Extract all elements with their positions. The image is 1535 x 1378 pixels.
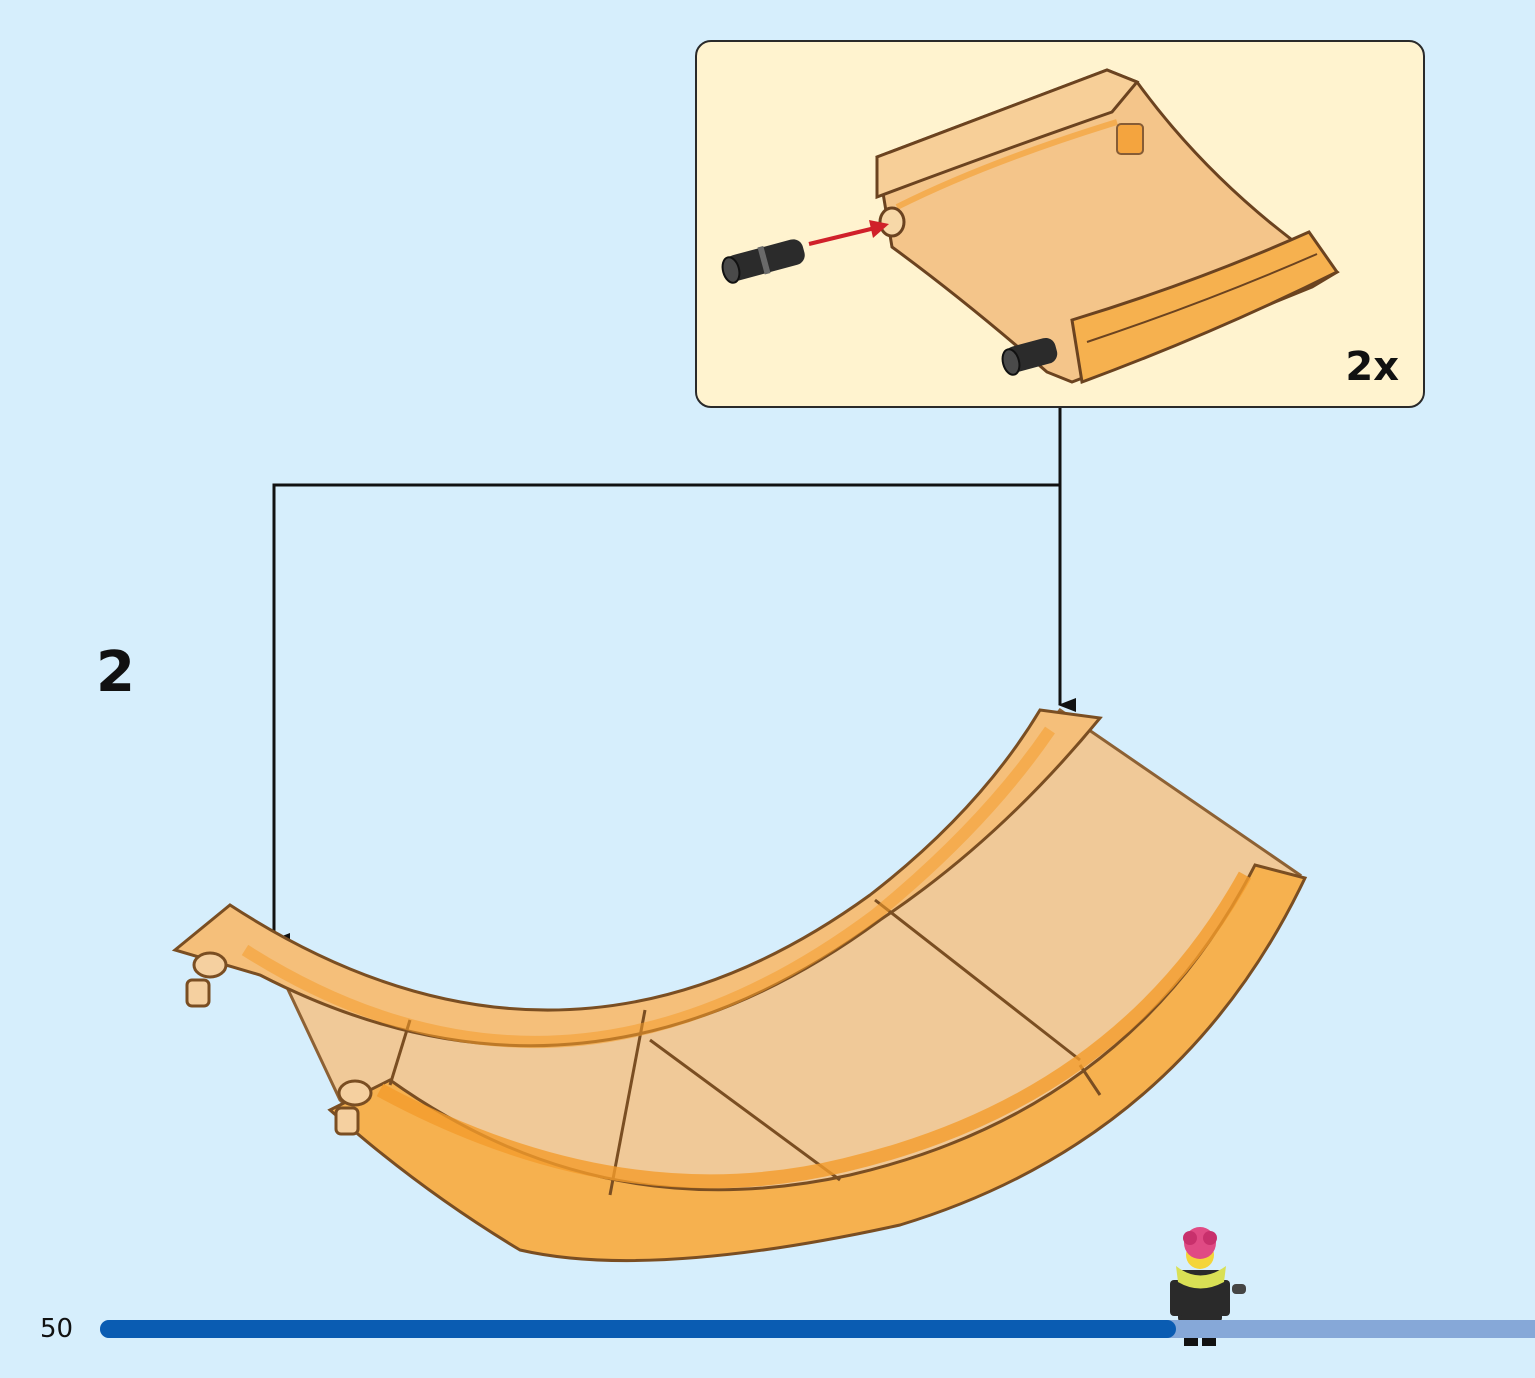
pin-hole-icon [337, 1079, 373, 1107]
progress-bar [100, 1320, 1535, 1338]
guide-arrows [272, 408, 1076, 947]
insert-arrow [808, 226, 876, 246]
step-number: 2 [96, 640, 135, 705]
guide-arrow-left [272, 408, 1062, 947]
technic-pin-icon [721, 239, 805, 284]
sub-assembly-callout: 2x [695, 40, 1425, 408]
pin-hole-icon [192, 951, 228, 979]
pin-hole-icon [878, 206, 906, 238]
curved-panel-icon [875, 68, 1340, 385]
minifigure-icon [1170, 1227, 1246, 1346]
callout-drawing [721, 68, 1340, 385]
quantity-multiplier: 2x [1345, 344, 1399, 390]
progress-bar-fill [100, 1320, 1177, 1338]
technic-pin-icon [1001, 337, 1058, 376]
page-number: 50 [40, 1314, 74, 1344]
curved-panel-assembly [171, 707, 1308, 1263]
